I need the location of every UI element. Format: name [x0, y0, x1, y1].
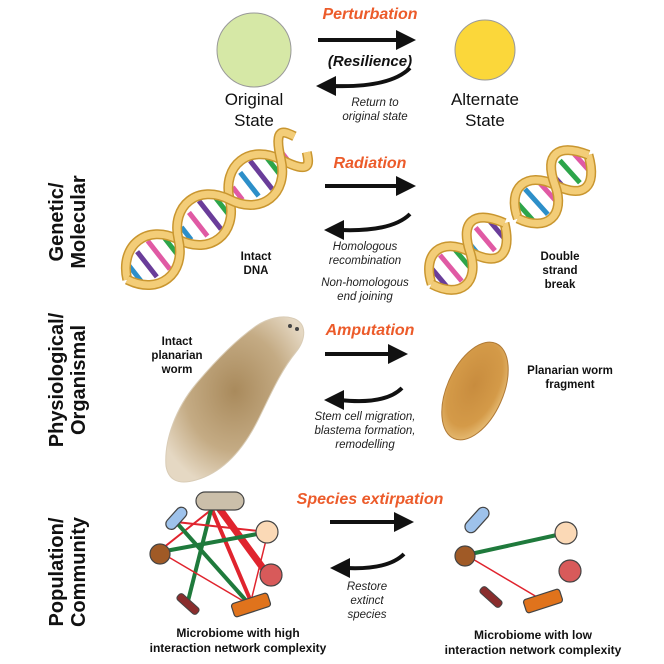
intact-dna-helix	[120, 127, 314, 290]
genetic-repair-mechanisms: Homologous recombination Non-homologous …	[321, 241, 409, 303]
network-low-links	[465, 531, 567, 601]
intact-dna-caption: Intact DNA	[240, 251, 272, 277]
perturbation-label: Perturbation	[322, 6, 418, 23]
planarian-fragment	[441, 341, 509, 441]
network-low-species	[454, 506, 582, 614]
physiological-repair-mechanisms: Stem cell migration, blastema formation,…	[314, 411, 416, 451]
population-forward-arrow	[330, 512, 414, 532]
return-label: Return to original state	[342, 97, 408, 123]
resilience-label: (Resilience)	[327, 53, 413, 70]
alternate-state-circle	[454, 19, 516, 81]
genetic-forward-arrow	[325, 176, 416, 196]
intact-planarian-caption: Intact planarian worm	[151, 336, 203, 376]
population-restoration-mechanism: Restore extinct species	[346, 581, 388, 621]
genetic-return-arrow	[324, 212, 412, 240]
row-label-genetic: Genetic/ Molecular	[46, 175, 90, 269]
broken-dna-upper-fragment	[509, 145, 597, 229]
network-low-complexity	[454, 506, 582, 614]
header-return-arrow	[316, 66, 412, 96]
physiological-return-arrow	[324, 386, 404, 410]
network-high-species	[149, 491, 283, 618]
population-return-arrow	[330, 552, 406, 578]
genetic-perturbation-label: Radiation	[333, 155, 407, 172]
double-strand-break-caption: Double strand break	[540, 251, 580, 291]
physiological-perturbation-label: Amputation	[325, 322, 415, 339]
low-complexity-caption: Microbiome with low interaction network …	[444, 628, 622, 657]
physiological-forward-arrow	[325, 344, 408, 364]
network-high-complexity	[149, 491, 283, 618]
alternate-state-label: Alternate State	[450, 90, 520, 130]
planarian-fragment-caption: Planarian worm fragment	[527, 365, 613, 391]
original-state-label: Original State	[224, 90, 284, 130]
population-perturbation-label: Species extirpation	[296, 491, 444, 508]
planarian-worm	[165, 316, 305, 483]
row-label-population: Population/ Community	[46, 517, 90, 627]
broken-dna-lower-fragment	[424, 212, 512, 295]
high-complexity-caption: Microbiome with high interaction network…	[149, 626, 327, 655]
row-label-physiological: Physiological/ Organismal	[46, 312, 90, 448]
original-state-circle	[216, 12, 292, 88]
header-forward-arrow	[318, 30, 416, 50]
network-high-links	[157, 501, 271, 607]
